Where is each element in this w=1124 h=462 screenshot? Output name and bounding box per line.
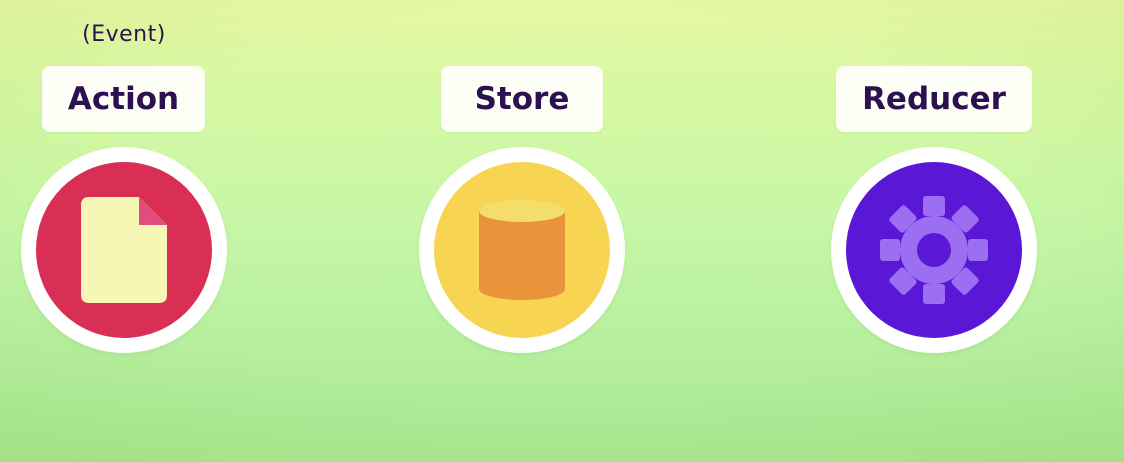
reducer-circle [846,162,1022,338]
reducer-node [831,147,1037,353]
reducer-label: Reducer [836,66,1032,132]
action-node [21,147,227,353]
action-label: Action [42,66,205,132]
database-icon [479,199,565,301]
gear-icon [880,196,988,304]
action-circle [36,162,212,338]
action-note: (Event) [82,22,166,47]
document-icon [81,197,167,303]
store-circle [434,162,610,338]
store-node [419,147,625,353]
store-label: Store [441,66,603,132]
